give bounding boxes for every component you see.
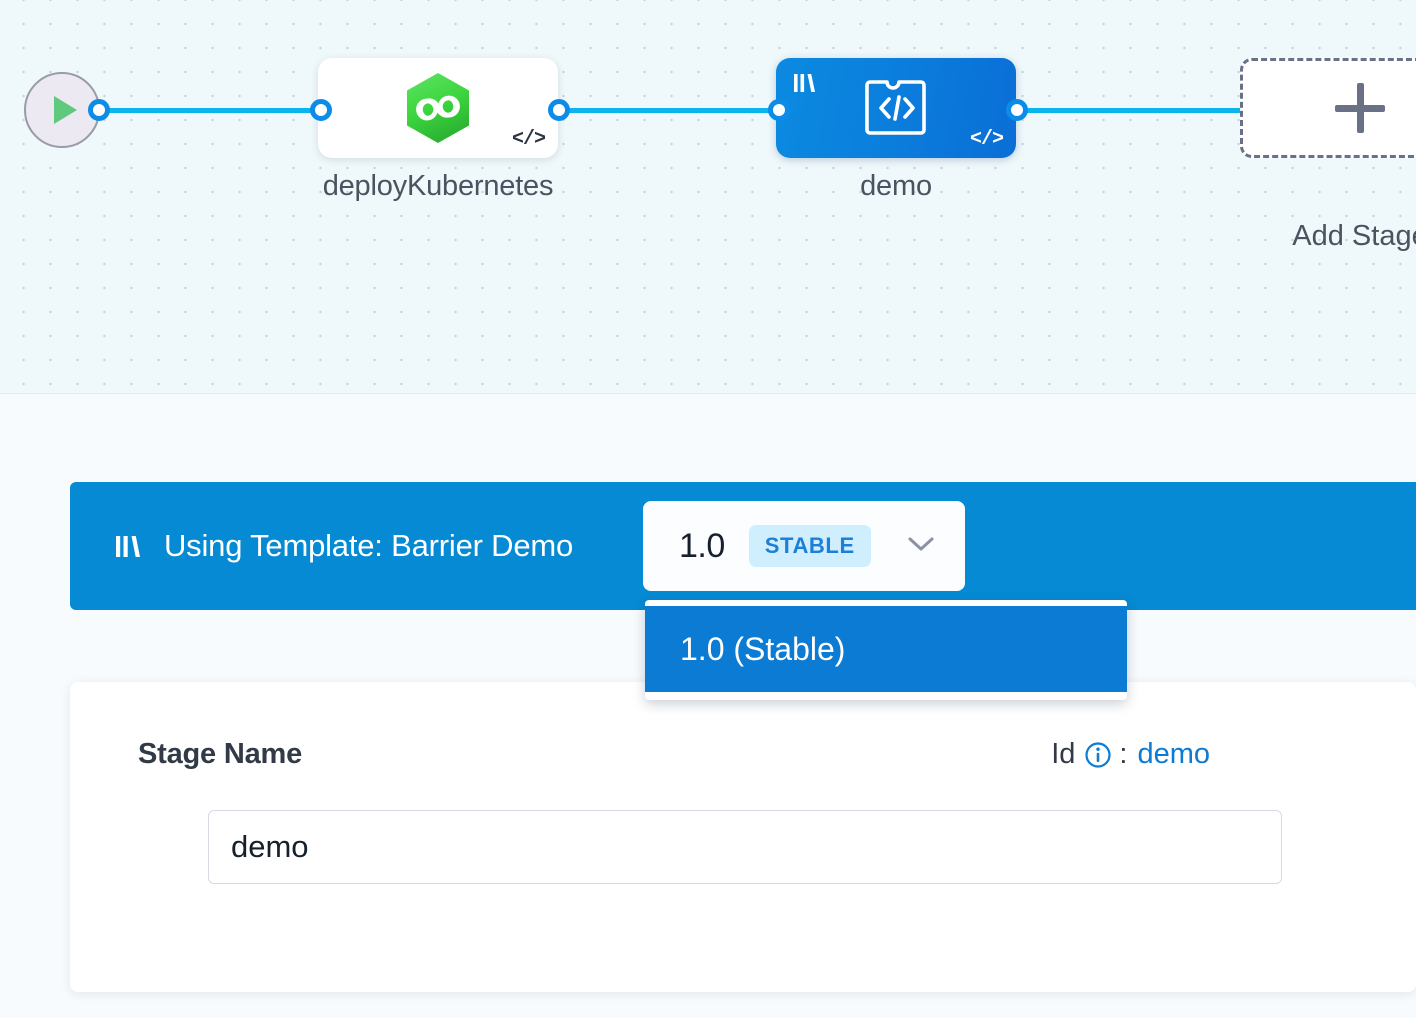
template-version-select[interactable]: 1.0 STABLE [643, 501, 965, 591]
template-version-dropdown[interactable]: 1.0 (Stable) [645, 600, 1127, 700]
harness-hexagon-icon [405, 72, 471, 144]
stage-id-value: demo [1137, 738, 1210, 770]
pipeline-start-node[interactable] [24, 72, 100, 148]
connector-start-to-deploy [92, 108, 332, 113]
template-puzzle-code-icon [865, 74, 927, 143]
port-deploy-out[interactable] [548, 99, 570, 121]
stage-node-deploykubernetes[interactable]: </> [318, 58, 558, 158]
status-badge: STABLE [748, 525, 871, 567]
chevron-down-icon[interactable] [905, 534, 937, 559]
port-demo-out[interactable] [1006, 99, 1028, 121]
dropdown-option-1-0-stable[interactable]: 1.0 (Stable) [645, 606, 1127, 692]
connector-deploy-to-demo [550, 108, 790, 113]
add-stage-label: Add Stage [1292, 220, 1416, 252]
template-bars-icon [114, 530, 144, 562]
port-start-out[interactable] [88, 99, 110, 121]
stage-label-deploykubernetes: deployKubernetes [322, 170, 554, 202]
template-version-value: 1.0 [679, 526, 725, 565]
pipeline-canvas[interactable]: </> deployKubernetes </ [0, 0, 1416, 394]
plus-icon [1335, 83, 1385, 133]
info-circle-icon[interactable] [1084, 741, 1112, 769]
code-icon: </> [969, 128, 1004, 151]
stage-label-demo: demo [860, 170, 932, 202]
id-separator: : [1119, 738, 1128, 770]
stage-name-input[interactable]: demo [208, 810, 1282, 884]
connector-demo-to-add [1008, 108, 1253, 113]
stage-overview-card: Stage Name Id : demo demo [70, 682, 1416, 992]
id-label: Id [1051, 738, 1076, 770]
play-icon [53, 96, 77, 124]
code-icon: </> [511, 128, 546, 151]
stage-name-label: Stage Name [138, 738, 303, 770]
add-stage-button[interactable] [1240, 58, 1416, 158]
using-template-banner: Using Template: Barrier Demo 1.0 STABLE [70, 482, 1416, 610]
port-demo-in[interactable] [768, 99, 790, 121]
stage-node-demo[interactable]: </> [776, 58, 1016, 158]
stage-id-row: Id : demo [1051, 738, 1210, 771]
template-bars-icon [792, 70, 818, 101]
stage-name-header-row: Stage Name Id : demo [138, 738, 1210, 771]
stage-config-panel: Using Template: Barrier Demo 1.0 STABLE … [0, 394, 1416, 1018]
port-deploy-in[interactable] [310, 99, 332, 121]
using-template-label: Using Template: Barrier Demo [164, 528, 574, 563]
stage-name-input-value: demo [231, 829, 309, 864]
